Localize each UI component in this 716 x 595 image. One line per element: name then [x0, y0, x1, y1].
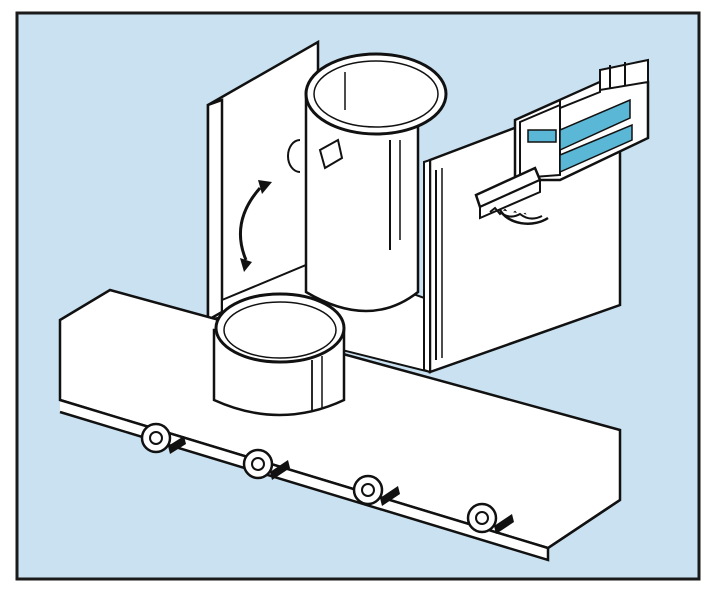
roller [352, 474, 400, 506]
short-ring [212, 292, 346, 417]
rotation-arrow [239, 180, 272, 272]
pinion-gear [498, 209, 549, 225]
conveyor-rollers [140, 422, 514, 534]
roller [140, 422, 186, 454]
rack-gear [474, 166, 542, 221]
pneumatic-cylinder [513, 58, 650, 182]
roller [466, 502, 514, 534]
roller [242, 448, 290, 480]
tall-sleeve [287, 52, 448, 313]
